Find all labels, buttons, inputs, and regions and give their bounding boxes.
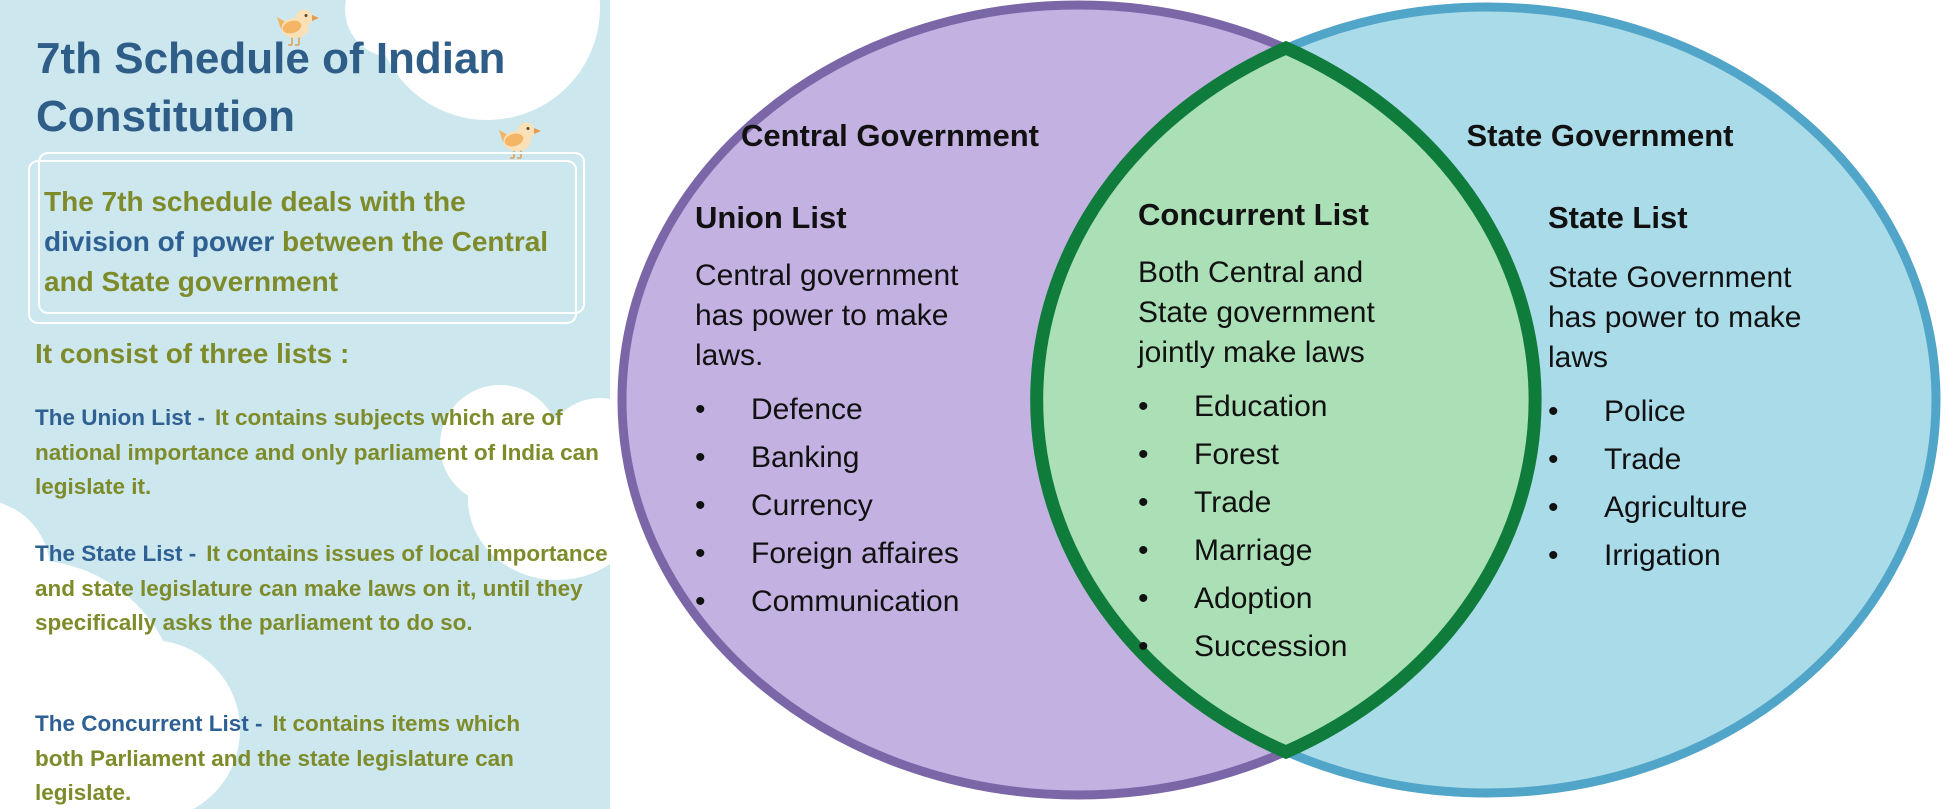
bullet-icon <box>1138 438 1194 472</box>
lists-subtitle: It consist of three lists : <box>35 338 350 369</box>
bullet-icon <box>1548 395 1604 429</box>
union-list-items: Defence Banking Currency Foreign affaire… <box>695 386 1015 626</box>
list-item: Agriculture <box>1548 484 1848 532</box>
state-list-text: It contains issues of local importance a… <box>35 541 608 635</box>
state-list-description: State Government has power to make laws <box>1548 261 1802 374</box>
bullet-icon <box>1548 443 1604 477</box>
concurrent-list-description: Both Central and State government jointl… <box>1138 256 1375 369</box>
list-item: Adoption <box>1138 575 1438 623</box>
intro-text: The 7th schedule deals with the division… <box>44 182 549 302</box>
list-item-label: Agriculture <box>1604 491 1748 524</box>
concurrent-list-items: Education Forest Trade Marriage Adoption… <box>1138 383 1438 671</box>
list-item-label: Adoption <box>1194 582 1313 615</box>
list-item-label: Communication <box>751 585 960 618</box>
list-item-label: Defence <box>751 393 863 426</box>
list-item: Defence <box>695 386 1015 434</box>
union-list-label: The Union List - <box>35 405 205 430</box>
state-list-title: State List <box>1548 200 1688 235</box>
union-list-summary: The Union List -It contains subjects whi… <box>35 401 613 505</box>
left-panel: 7th Schedule of Indian Constitution The … <box>0 0 660 809</box>
intro-part3: between the Central and State government <box>44 226 549 297</box>
concurrent-list-text: It contains items which both Parliament … <box>35 711 521 805</box>
page-title: 7th Schedule of Indian Constitution <box>36 34 506 141</box>
cloud-icon <box>60 640 240 809</box>
state-government-header: State Government <box>1466 118 1734 153</box>
list-item-label: Marriage <box>1194 534 1313 567</box>
list-item-label: Currency <box>751 489 873 522</box>
intro-part2: division of power <box>44 226 275 257</box>
list-item-label: Police <box>1604 395 1686 428</box>
state-list-items: Police Trade Agriculture Irrigation <box>1548 388 1848 580</box>
concurrent-list-summary: The Concurrent List -It contains items w… <box>35 707 575 809</box>
list-item: Foreign affaires <box>695 530 1015 578</box>
list-item-label: Trade <box>1604 443 1682 476</box>
list-item: Succession <box>1138 623 1438 671</box>
list-item: Marriage <box>1138 527 1438 575</box>
list-item-label: Succession <box>1194 630 1348 663</box>
bullet-icon <box>1138 630 1194 664</box>
union-list-description: Central government has power to make law… <box>695 259 959 372</box>
list-item: Irrigation <box>1548 532 1848 580</box>
bullet-icon <box>1138 390 1194 424</box>
bullet-icon <box>695 489 751 523</box>
bullet-icon <box>1548 539 1604 573</box>
bird-icon <box>277 9 319 46</box>
list-item-label: Foreign affaires <box>751 537 959 570</box>
list-item: Banking <box>695 434 1015 482</box>
list-item: Trade <box>1548 436 1848 484</box>
union-list-text: It contains subjects which are of nation… <box>35 405 599 499</box>
central-government-header: Central Government <box>740 118 1039 153</box>
union-list-region: Union List Central government has power … <box>695 198 1015 626</box>
list-item: Police <box>1548 388 1848 436</box>
intro-part1: The 7th schedule deals with the <box>44 186 466 217</box>
bullet-icon <box>1138 486 1194 520</box>
state-list-region: State List State Government has power to… <box>1548 198 1848 580</box>
list-item-label: Irrigation <box>1604 539 1721 572</box>
union-list-title: Union List <box>695 200 847 235</box>
bullet-icon <box>695 585 751 619</box>
concurrent-list-region: Concurrent List Both Central and State g… <box>1138 195 1438 671</box>
concurrent-list-label: The Concurrent List - <box>35 711 263 736</box>
list-item: Communication <box>695 578 1015 626</box>
state-list-summary: The State List -It contains issues of lo… <box>35 537 613 641</box>
list-item: Trade <box>1138 479 1438 527</box>
intro-frame <box>28 152 585 324</box>
list-item-label: Trade <box>1194 486 1272 519</box>
bullet-icon <box>695 393 751 427</box>
concurrent-list-title: Concurrent List <box>1138 197 1369 232</box>
bullet-icon <box>695 537 751 571</box>
bullet-icon <box>1548 491 1604 525</box>
list-item: Currency <box>695 482 1015 530</box>
bullet-icon <box>1138 582 1194 616</box>
list-item-label: Forest <box>1194 438 1280 471</box>
list-item: Education <box>1138 383 1438 431</box>
list-item: Forest <box>1138 431 1438 479</box>
bullet-icon <box>1138 534 1194 568</box>
list-item-label: Banking <box>751 441 860 474</box>
bullet-icon <box>695 441 751 475</box>
state-list-label: The State List - <box>35 541 197 566</box>
overlap-region <box>1030 40 1542 760</box>
list-item-label: Education <box>1194 390 1328 423</box>
